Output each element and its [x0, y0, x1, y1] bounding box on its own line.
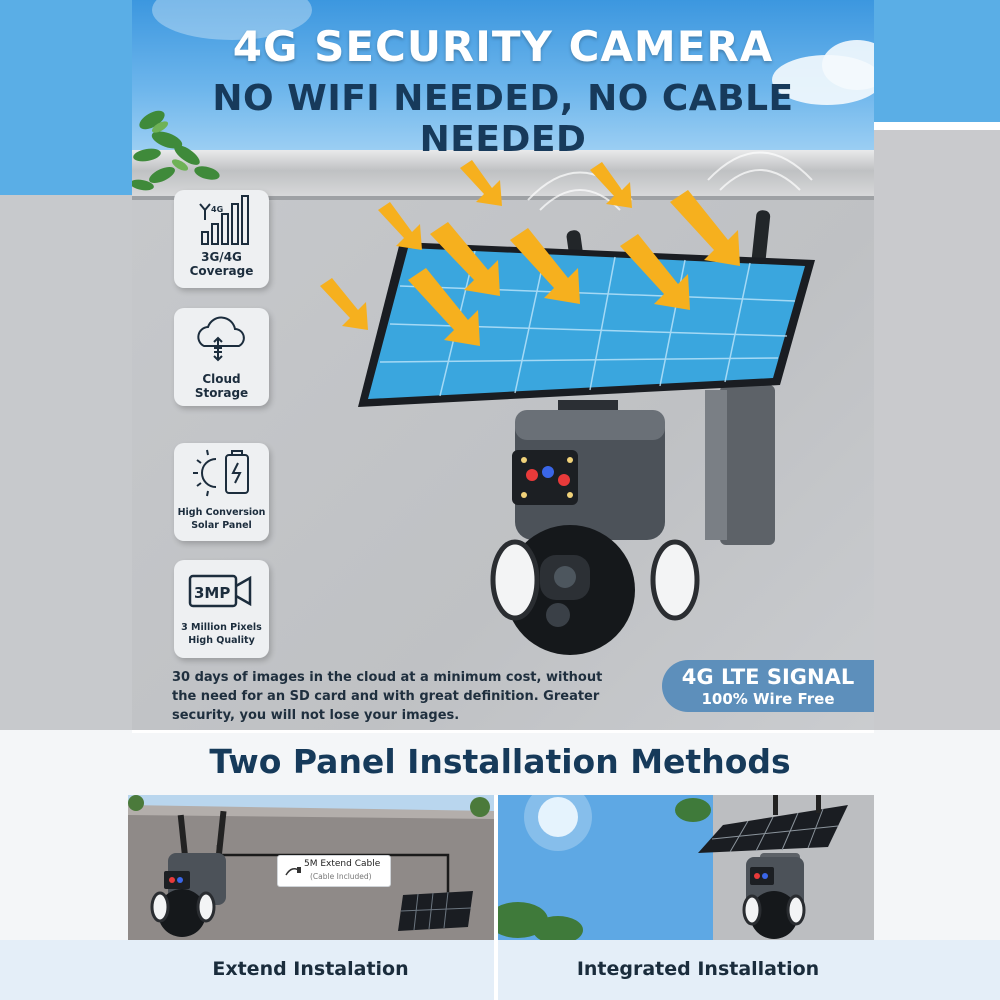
feature-label-line2: Solar Panel — [191, 520, 252, 531]
feature-card-cloud: Cloud Storage — [174, 308, 269, 406]
roof-line — [132, 196, 874, 200]
frame-left-top — [0, 0, 132, 195]
svg-text:4G: 4G — [211, 205, 223, 214]
feature-card-solar: High Conversion Solar Panel — [174, 443, 269, 541]
signal-bars-icon: 4G — [199, 195, 249, 245]
solar-cells — [368, 248, 805, 399]
solar-battery-icon — [193, 449, 249, 497]
feature-label-line2: Coverage — [189, 264, 254, 278]
installation-heading: Two Panel Installation Methods — [209, 742, 791, 781]
feature-label-line1: Cloud — [202, 372, 241, 386]
frame-right-strip — [874, 122, 1000, 130]
feature-label-line1: 3 Million Pixels — [181, 622, 262, 633]
description-text: 30 days of images in the cloud at a mini… — [172, 670, 603, 723]
page-title: 4G SECURITY CAMERA — [232, 22, 774, 71]
caption-bar — [0, 940, 1000, 1000]
cable-tag-line1: 5M Extend Cable — [304, 859, 381, 869]
feature-label-line1: 3G/4G — [201, 250, 242, 264]
tree-leaves-icon — [132, 110, 220, 191]
feature-label-line1: High Conversion — [177, 507, 266, 518]
extend-installation-caption: Extend Instalation — [212, 958, 409, 980]
roof-gutter — [132, 150, 874, 196]
page-subtitle: NO WIFI NEEDED, NO CABLE NEEDED — [212, 78, 794, 160]
camera-body — [515, 410, 665, 540]
feature-card-coverage: 4G 3G/4G Coverage — [174, 190, 269, 288]
cloud-shape — [822, 40, 874, 90]
svg-text:3MP: 3MP — [194, 584, 230, 602]
cable-icon — [285, 867, 301, 876]
cable-tag: 5M Extend Cable (Cable Included) — [277, 855, 391, 887]
badge-line2: 100% Wire Free — [701, 690, 835, 708]
cloud-storage-icon — [197, 316, 245, 362]
lte-signal-badge: 4G LTE SIGNAL 100% Wire Free — [662, 660, 874, 712]
frame-right-top — [874, 0, 1000, 122]
frame-left — [0, 195, 132, 740]
frame-right — [874, 130, 1000, 740]
feature-label-line2: High Quality — [188, 635, 255, 646]
sky-background — [132, 0, 874, 150]
feature-label-line2: Storage — [194, 386, 249, 400]
camera-3mp-icon: 3MP — [188, 574, 252, 608]
cable-tag-line2: (Cable Included) — [310, 872, 372, 881]
badge-line1: 4G LTE SIGNAL — [681, 665, 855, 689]
caption-divider — [494, 940, 498, 1000]
integrated-installation-caption: Integrated Installation — [576, 958, 820, 980]
solar-camera-illustration — [320, 151, 815, 655]
integrated-installation-photo — [498, 795, 874, 940]
feature-card-3mp: 3MP 3 Million Pixels High Quality — [174, 560, 269, 658]
section-divider — [132, 730, 874, 733]
wall-bracket — [720, 385, 775, 545]
camera-light-panel — [512, 450, 578, 505]
sunlight-arrows — [320, 160, 740, 346]
photo-divider — [494, 795, 498, 1000]
